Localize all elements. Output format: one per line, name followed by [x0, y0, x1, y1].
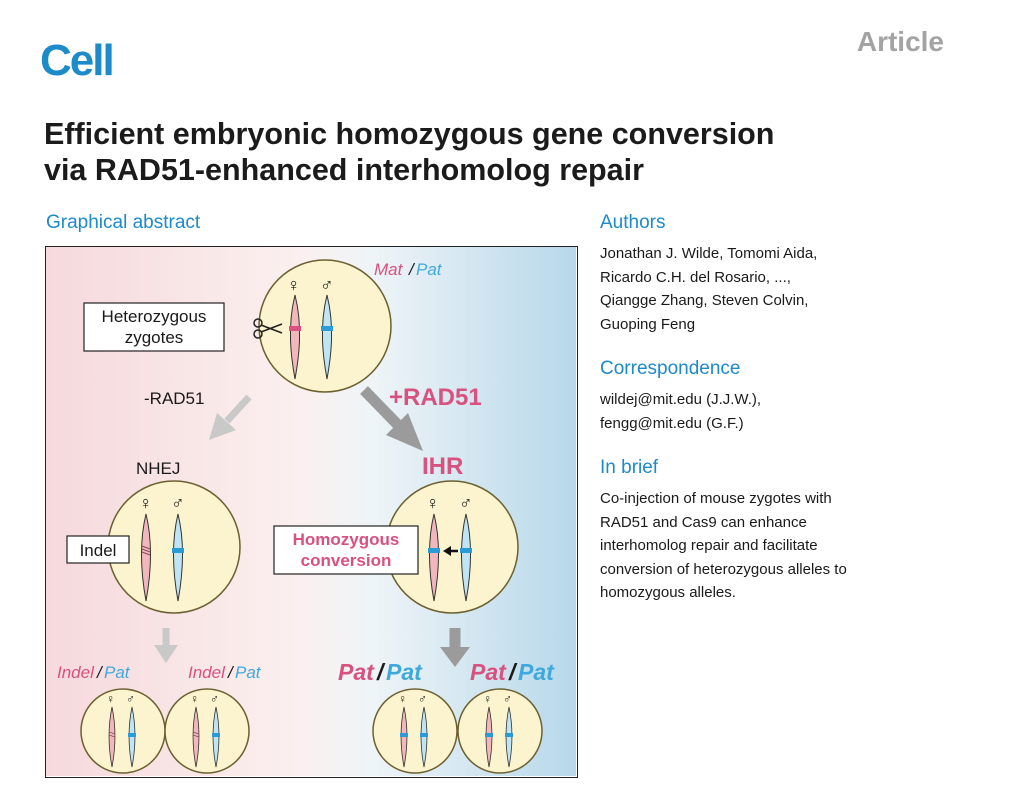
in-brief-line: conversion of heterozygous alleles to	[600, 560, 847, 578]
svg-text:♂: ♂	[171, 493, 185, 513]
bottom-label-2: Indel / Pat	[188, 663, 262, 682]
title-line-1: Efficient embryonic homozygous gene conv…	[44, 117, 775, 151]
svg-text:Pat: Pat	[386, 659, 423, 685]
svg-text:♂: ♂	[503, 692, 512, 706]
side-panel: Authors Jonathan J. Wilde, Tomomi Aida, …	[600, 212, 1000, 605]
arrow-right-dark	[360, 386, 423, 451]
bottom-label-4: Pat / Pat	[470, 659, 555, 685]
in-brief-text: Co-injection of mouse zygotes with RAD51…	[600, 487, 1000, 605]
title-line-2: via RAD51-enhanced interhomolog repair	[44, 153, 644, 187]
correspondence-section: Correspondence wildej@mit.edu (J.J.W.), …	[600, 358, 1000, 435]
bottom-zygote-1: ♀ ♂	[80, 688, 166, 774]
svg-text:/: /	[227, 663, 235, 682]
svg-text:♀: ♀	[483, 692, 492, 706]
top-slash: /	[408, 260, 416, 279]
authors-heading: Authors	[600, 212, 666, 233]
plus-rad51-label: +RAD51	[389, 384, 482, 411]
hetero-line-2: zygotes	[125, 328, 184, 347]
scissors-icon	[253, 318, 283, 339]
authors-text: Jonathan J. Wilde, Tomomi Aida, Ricardo …	[600, 242, 1000, 336]
homozygous-box: Homozygous conversion	[273, 525, 419, 575]
svg-text:♀: ♀	[106, 692, 115, 706]
top-mat-label: Mat	[374, 260, 404, 279]
email-link[interactable]: fengg@mit.edu (G.F.)	[600, 414, 744, 432]
svg-text:Indel: Indel	[80, 541, 117, 560]
bottom-zygote-4: ♀ ♂	[457, 688, 543, 774]
svg-text:♀: ♀	[426, 493, 440, 513]
heterozygous-box: Heterozygous zygotes	[83, 302, 225, 352]
in-brief-line: homozygous alleles.	[600, 584, 736, 601]
hetero-line-1: Heterozygous	[102, 307, 207, 326]
in-brief-line: interhomolog repair and facilitate	[600, 537, 818, 554]
correspondence-heading: Correspondence	[600, 358, 741, 379]
svg-text:Pat: Pat	[470, 659, 507, 685]
svg-text:/: /	[508, 659, 518, 685]
graphical-abstract-figure: Mat / Pat ♀ ♂ Heterozygous zygotes	[45, 246, 578, 778]
bottom-label-3: Pat / Pat	[338, 659, 423, 685]
nhej-label: NHEJ	[136, 459, 180, 478]
bottom-zygote-2: ♀ ♂	[164, 688, 250, 774]
svg-text:Homozygous: Homozygous	[293, 530, 400, 549]
svg-text:♂: ♂	[210, 692, 219, 706]
down-arrow-right	[440, 628, 470, 667]
svg-text:♂: ♂	[418, 692, 427, 706]
authors-line: Qiangge Zhang, Steven Colvin,	[600, 292, 809, 309]
graphical-abstract-heading: Graphical abstract	[46, 212, 201, 233]
svg-text:Pat: Pat	[235, 663, 262, 682]
top-female-symbol: ♀	[287, 275, 301, 295]
bottom-zygote-3: ♀ ♂	[372, 688, 458, 774]
top-zygote: ♀ ♂	[253, 259, 392, 393]
svg-text:Pat: Pat	[338, 659, 375, 685]
paper-title: Efficient embryonic homozygous gene conv…	[44, 116, 984, 188]
svg-text:♀: ♀	[139, 493, 153, 513]
top-male-symbol: ♂	[320, 275, 334, 295]
indel-box: Indel	[66, 535, 130, 564]
svg-text:/: /	[376, 659, 386, 685]
correspondence-text: wildej@mit.edu (J.J.W.), fengg@mit.edu (…	[600, 388, 1000, 435]
authors-line: Guoping Feng	[600, 315, 696, 333]
authors-section: Authors Jonathan J. Wilde, Tomomi Aida, …	[600, 212, 1000, 336]
article-type-label: Article	[856, 26, 944, 57]
graphical-abstract-svg: Mat / Pat ♀ ♂ Heterozygous zygotes	[46, 247, 576, 776]
svg-text:/: /	[96, 663, 104, 682]
authors-line: Jonathan J. Wilde, Tomomi Aida,	[600, 245, 818, 262]
svg-text:Indel: Indel	[57, 663, 95, 682]
authors-line: Ricardo C.H. del Rosario, ...,	[600, 268, 791, 286]
top-pat-label: Pat	[416, 260, 443, 279]
svg-text:Indel: Indel	[188, 663, 226, 682]
svg-text:conversion: conversion	[301, 551, 392, 570]
in-brief-line: Co-injection of mouse zygotes with	[600, 490, 832, 507]
email-link[interactable]: wildej@mit.edu (J.J.W.),	[600, 391, 762, 408]
in-brief-heading: In brief	[600, 457, 659, 478]
svg-text:♂: ♂	[126, 692, 135, 706]
bottom-label-1: Indel / Pat	[57, 663, 131, 682]
journal-logo: Cell	[40, 36, 115, 85]
arrow-left-light	[209, 394, 252, 440]
repair-arrow-icon	[443, 546, 458, 556]
svg-text:Pat: Pat	[104, 663, 131, 682]
in-brief-line: RAD51 and Cas9 can enhance	[600, 513, 807, 531]
svg-text:♀: ♀	[398, 692, 407, 706]
svg-text:♂: ♂	[459, 493, 473, 513]
svg-text:♀: ♀	[190, 692, 199, 706]
minus-rad51-label: -RAD51	[144, 389, 204, 408]
down-arrow-left	[154, 628, 178, 663]
ihr-label: IHR	[422, 453, 463, 480]
svg-text:Pat: Pat	[518, 659, 555, 685]
in-brief-section: In brief Co-injection of mouse zygotes w…	[600, 457, 1000, 605]
